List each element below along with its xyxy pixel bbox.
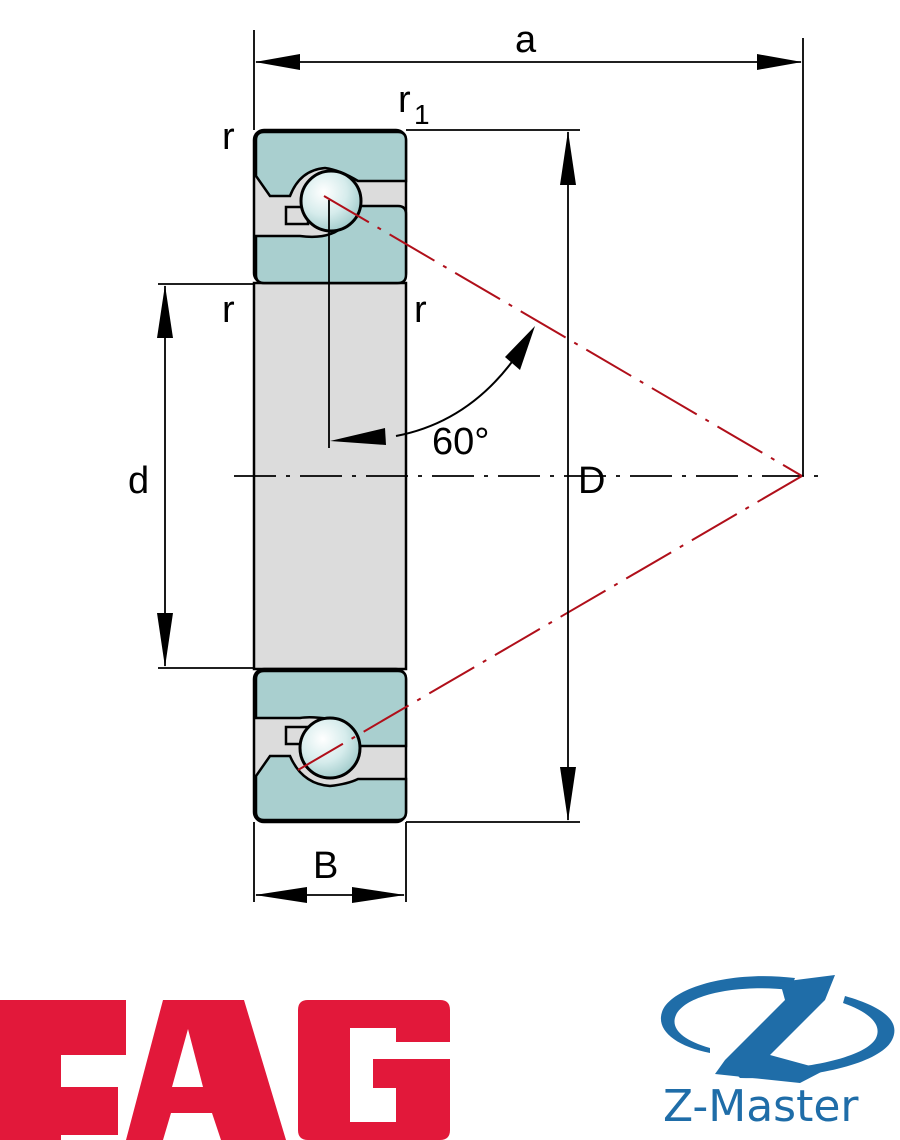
contact-line-top	[323, 195, 803, 477]
z-master-z-mark	[715, 975, 835, 1083]
fag-letter-a	[126, 1000, 286, 1140]
bearing-section-bottom	[252, 667, 408, 824]
angle-arrow-head-bottom	[330, 428, 386, 445]
fag-letter-g	[298, 1000, 450, 1140]
label-r-mid-left: r	[222, 289, 235, 331]
z-master-swoosh-left	[660, 976, 795, 1053]
z-master-logo	[660, 975, 895, 1083]
label-a: a	[515, 19, 537, 61]
z-master-wordmark: Z-Master	[663, 1081, 859, 1132]
fag-letter-f	[0, 1000, 126, 1140]
label-d: d	[128, 460, 149, 502]
bearing-drawing: a r 1 r r r 60° d D B	[128, 19, 820, 903]
ball-bottom	[298, 716, 362, 780]
outer-ring-bottom	[254, 754, 408, 822]
fag-logo: FAG	[0, 1000, 450, 1140]
label-D: D	[578, 460, 605, 502]
label-r1-sub: 1	[414, 99, 430, 130]
label-angle: 60°	[432, 421, 489, 463]
label-r1: r	[398, 79, 411, 121]
z-master-swoosh-right	[732, 996, 895, 1079]
label-r-mid-right: r	[414, 289, 427, 331]
contact-line-bottom	[297, 475, 803, 771]
outer-ring-top	[254, 130, 408, 198]
label-r-top-left: r	[222, 116, 235, 158]
label-B: B	[313, 845, 338, 887]
bearing-section-top	[252, 128, 408, 285]
angle-arrow-head-top	[505, 326, 535, 370]
